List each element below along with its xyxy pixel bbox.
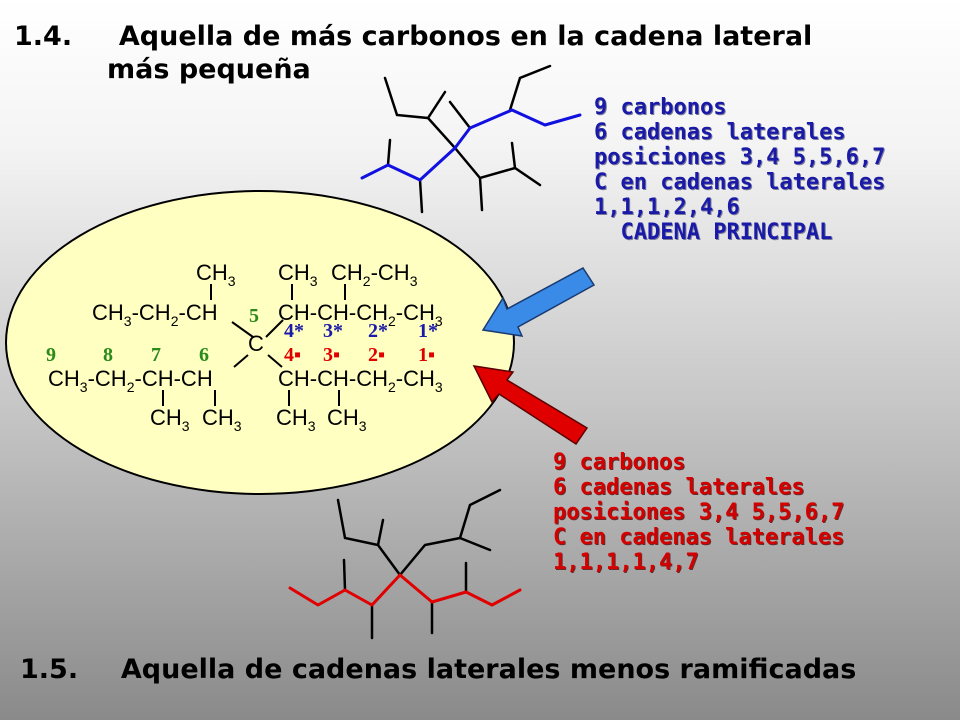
formula-central-c: C <box>248 331 264 356</box>
formula-ellipse <box>5 190 515 495</box>
info-red-line-2: 6 cadenas laterales <box>553 475 805 500</box>
heading-top: 1.4. Aquella de más carbonos en la caden… <box>14 22 812 52</box>
skeletal-bottom-methyl-b <box>342 558 347 592</box>
skeletal-top-methyl-b <box>478 176 484 212</box>
bond-left-to-c <box>231 321 254 338</box>
skeletal-top-branch-lower <box>453 146 542 187</box>
skeletal-top-blue-chain <box>360 108 582 182</box>
info-red-line-5: 1,1,1,1,4,7 <box>553 550 699 575</box>
numbering-labels: 9 8 7 6 5 4* 3* 2* 1* 4▪ 3▪ 2▪ 1▪ <box>46 305 438 366</box>
info-blue-line-4: C en cadenas laterales <box>594 170 886 195</box>
blue-arrow-icon <box>481 267 596 337</box>
info-blue-line-5: 1,1,1,2,4,6 <box>594 195 740 220</box>
heading-bottom-number: 1.5. <box>20 654 79 685</box>
green-number-7: 7 <box>151 344 161 366</box>
skeletal-bottom-bond-a <box>458 536 492 552</box>
heading-bottom-text: Aquella de cadenas laterales menos ramif… <box>120 654 857 685</box>
red-number-1: 1▪ <box>418 344 435 366</box>
formula-top-right-ch3: CH3 <box>278 260 318 289</box>
skeletal-top-bond-a <box>426 116 457 150</box>
skeletal-bottom-red-chain <box>288 573 522 607</box>
green-number-5: 5 <box>249 305 259 327</box>
red-number-2: 2▪ <box>368 344 385 366</box>
formula-main-row-left: CH3-CH2-CH-CH <box>48 366 213 395</box>
blue-number-2: 2* <box>368 320 388 342</box>
formula-top-left-ch3: CH3 <box>196 260 236 289</box>
info-blue-line-6: CADENA PRINCIPAL <box>594 220 833 245</box>
skeletal-structure-bottom <box>336 488 502 640</box>
red-number-4: 4▪ <box>284 344 301 366</box>
formula-text: CH3 CH3-CH2-CH CH3 CH2-CH3 CH-CH-CH2-CH3… <box>48 260 443 434</box>
formula-bottom-right-ch3-b: CH3 <box>327 405 367 434</box>
formula-main-row-right: CH-CH-CH2-CH3 <box>278 366 443 395</box>
formula-bottom-left-ch3-a: CH3 <box>150 405 190 434</box>
heading-top-line2: más pequeña <box>107 54 311 85</box>
blue-number-4: 4* <box>284 320 304 342</box>
bond-c-to-left-main <box>233 354 249 368</box>
info-blue-line-1: 9 carbonos <box>594 95 727 120</box>
formula-bonds <box>162 284 346 406</box>
formula-top-row-left: CH3-CH2-CH <box>92 300 218 329</box>
heading-top-line1: Aquella de más carbonos en la cadena lat… <box>118 21 813 52</box>
blue-number-3: 3* <box>323 320 343 342</box>
info-red-line-4: C en cadenas laterales <box>553 525 845 550</box>
info-blue-line-2: 6 cadenas laterales <box>594 120 846 145</box>
formula-top-right-ch2ch3: CH2-CH3 <box>331 260 418 289</box>
red-number-3: 3▪ <box>323 344 340 366</box>
info-red-line-3: posiciones 3,4 5,5,6,7 <box>553 500 845 525</box>
skeletal-top-branch-right <box>508 64 552 112</box>
skeletal-structure-top <box>383 64 552 214</box>
skeletal-bottom-branch-right <box>398 488 502 577</box>
heading-top-number: 1.4. <box>14 21 73 52</box>
green-number-8: 8 <box>103 344 113 366</box>
blue-number-1: 1* <box>418 320 438 342</box>
skeletal-top-bond-b <box>448 100 472 130</box>
heading-bottom: 1.5. Aquella de cadenas laterales menos … <box>20 655 856 685</box>
skeletal-top-methyl-a <box>510 141 517 170</box>
formula-bottom-right-ch3-a: CH3 <box>276 405 316 434</box>
skeletal-top-branch-left <box>383 76 447 120</box>
skeletal-bottom-branch-left <box>336 498 402 577</box>
info-blue-line-3: posiciones 3,4 5,5,6,7 <box>594 145 886 170</box>
skeletal-top-methyl-d <box>418 178 424 214</box>
info-red-line-1: 9 carbonos <box>553 450 686 475</box>
bond-right-to-c <box>265 319 284 338</box>
red-arrow-icon <box>472 365 589 446</box>
formula-bottom-left-ch3-b: CH3 <box>202 405 242 434</box>
skeletal-bottom-methyl-a <box>376 518 385 547</box>
formula-top-row-right: CH-CH-CH2-CH3 <box>278 300 443 329</box>
green-number-9: 9 <box>46 344 56 366</box>
bond-c-to-right-main <box>267 354 283 368</box>
skeletal-top-methyl-c <box>386 138 392 167</box>
green-number-6: 6 <box>199 344 209 366</box>
